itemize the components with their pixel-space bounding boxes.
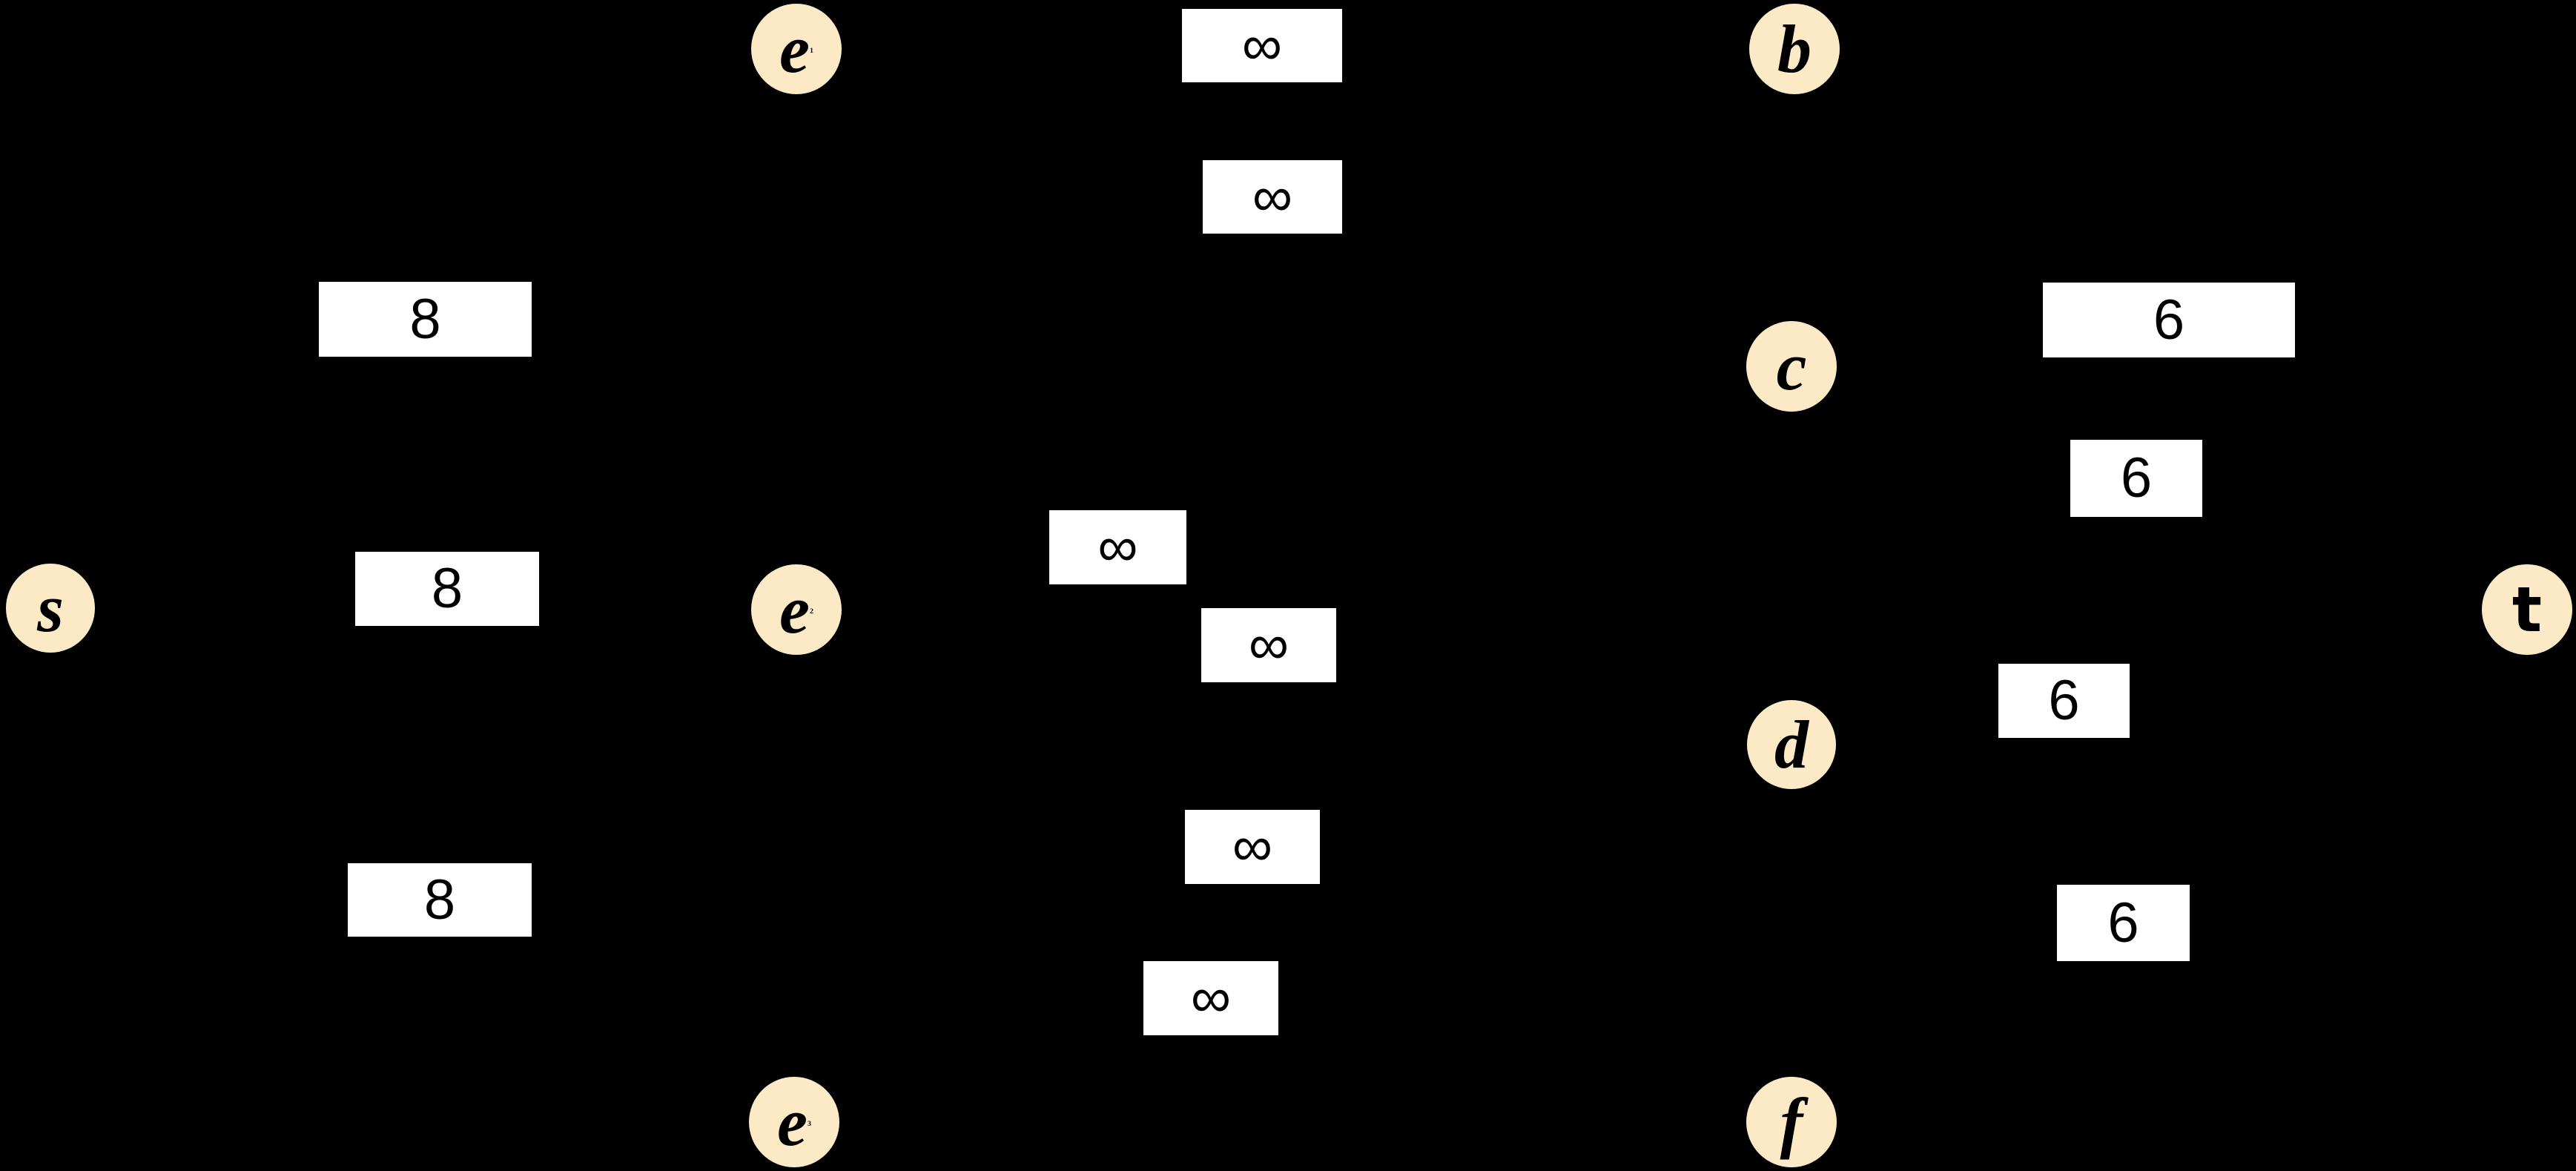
node-label-subscript: 1	[809, 47, 813, 56]
capacity-label: ∞	[1049, 510, 1186, 584]
capacity-label: 6	[2043, 283, 2295, 357]
capacity-label: 6	[1998, 664, 2130, 738]
node-label: e	[779, 11, 810, 87]
node-label: b	[1777, 11, 1812, 87]
node-c: c	[1746, 321, 1837, 412]
node-label: c	[1776, 329, 1807, 404]
node-label-subscript: 3	[807, 1120, 811, 1129]
capacity-label: 8	[319, 282, 532, 357]
capacity-label: ∞	[1203, 160, 1342, 234]
capacity-label: ∞	[1143, 961, 1278, 1035]
node-label: d	[1774, 707, 1809, 782]
node-label: e	[777, 1084, 808, 1160]
capacity-label: 6	[2070, 440, 2202, 517]
capacity-label: ∞	[1185, 810, 1320, 884]
capacity-label: 8	[348, 863, 532, 937]
capacity-label: ∞	[1201, 608, 1336, 682]
capacity-label: ∞	[1182, 9, 1342, 82]
node-b: b	[1749, 4, 1840, 94]
capacity-label: 8	[355, 552, 539, 626]
node-label: s	[37, 570, 64, 646]
node-d: d	[1747, 700, 1836, 789]
node-label: f	[1780, 1084, 1803, 1160]
capacity-label: 6	[2057, 885, 2190, 961]
node-label: e	[779, 572, 810, 647]
node-label: t	[2511, 573, 2543, 646]
node-label-subscript: 2	[809, 607, 813, 616]
node-s: s	[6, 564, 95, 653]
node-t: t	[2482, 564, 2572, 655]
node-f: f	[1746, 1077, 1837, 1167]
